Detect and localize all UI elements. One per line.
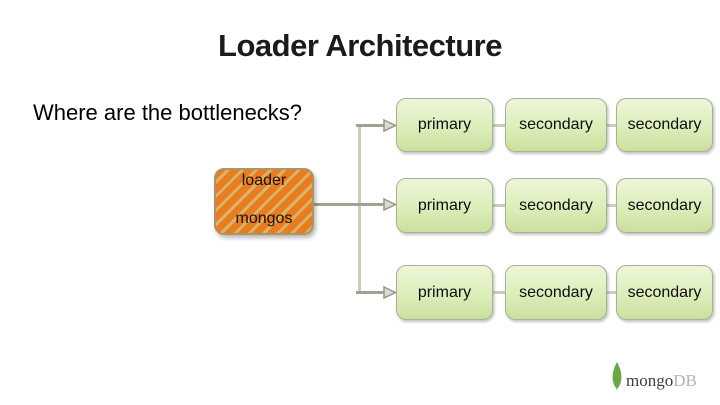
replica-node-secondary: secondary — [505, 265, 607, 320]
arrow-to-row-1-icon — [356, 118, 398, 133]
loader-mongos-node: loader mongos — [214, 168, 314, 235]
loader-label: loader — [241, 172, 287, 189]
mongodb-wordmark: mongoDB — [626, 372, 697, 390]
replica-node-secondary: secondary — [616, 178, 713, 233]
branch-vertical-line — [358, 124, 361, 293]
mongodb-wordmark-mongo: mongo — [626, 371, 674, 390]
arrow-to-row-3-icon — [356, 285, 398, 300]
mongodb-wordmark-db: DB — [673, 371, 697, 390]
row-1-connector-a — [488, 124, 510, 127]
mongodb-leaf-icon — [612, 362, 622, 390]
row-3-connector-b — [602, 291, 621, 294]
replica-node-secondary: secondary — [616, 265, 713, 320]
slide-subtitle: Where are the bottlenecks? — [33, 100, 303, 125]
row-1-connector-b — [602, 124, 621, 127]
arrow-to-row-2-icon — [313, 197, 398, 212]
replica-node-secondary: secondary — [505, 178, 607, 233]
row-2-connector-b — [602, 204, 621, 207]
replica-node-secondary: secondary — [616, 98, 713, 152]
mongodb-logo: mongoDB — [611, 362, 697, 390]
replica-node-primary: primary — [396, 265, 493, 320]
mongos-label: mongos — [235, 210, 293, 227]
replica-node-primary: primary — [396, 178, 493, 233]
replica-node-primary: primary — [396, 98, 493, 152]
row-3-connector-a — [488, 291, 510, 294]
row-2-connector-a — [488, 204, 510, 207]
slide-title: Loader Architecture — [218, 28, 502, 63]
replica-node-secondary: secondary — [505, 98, 607, 152]
